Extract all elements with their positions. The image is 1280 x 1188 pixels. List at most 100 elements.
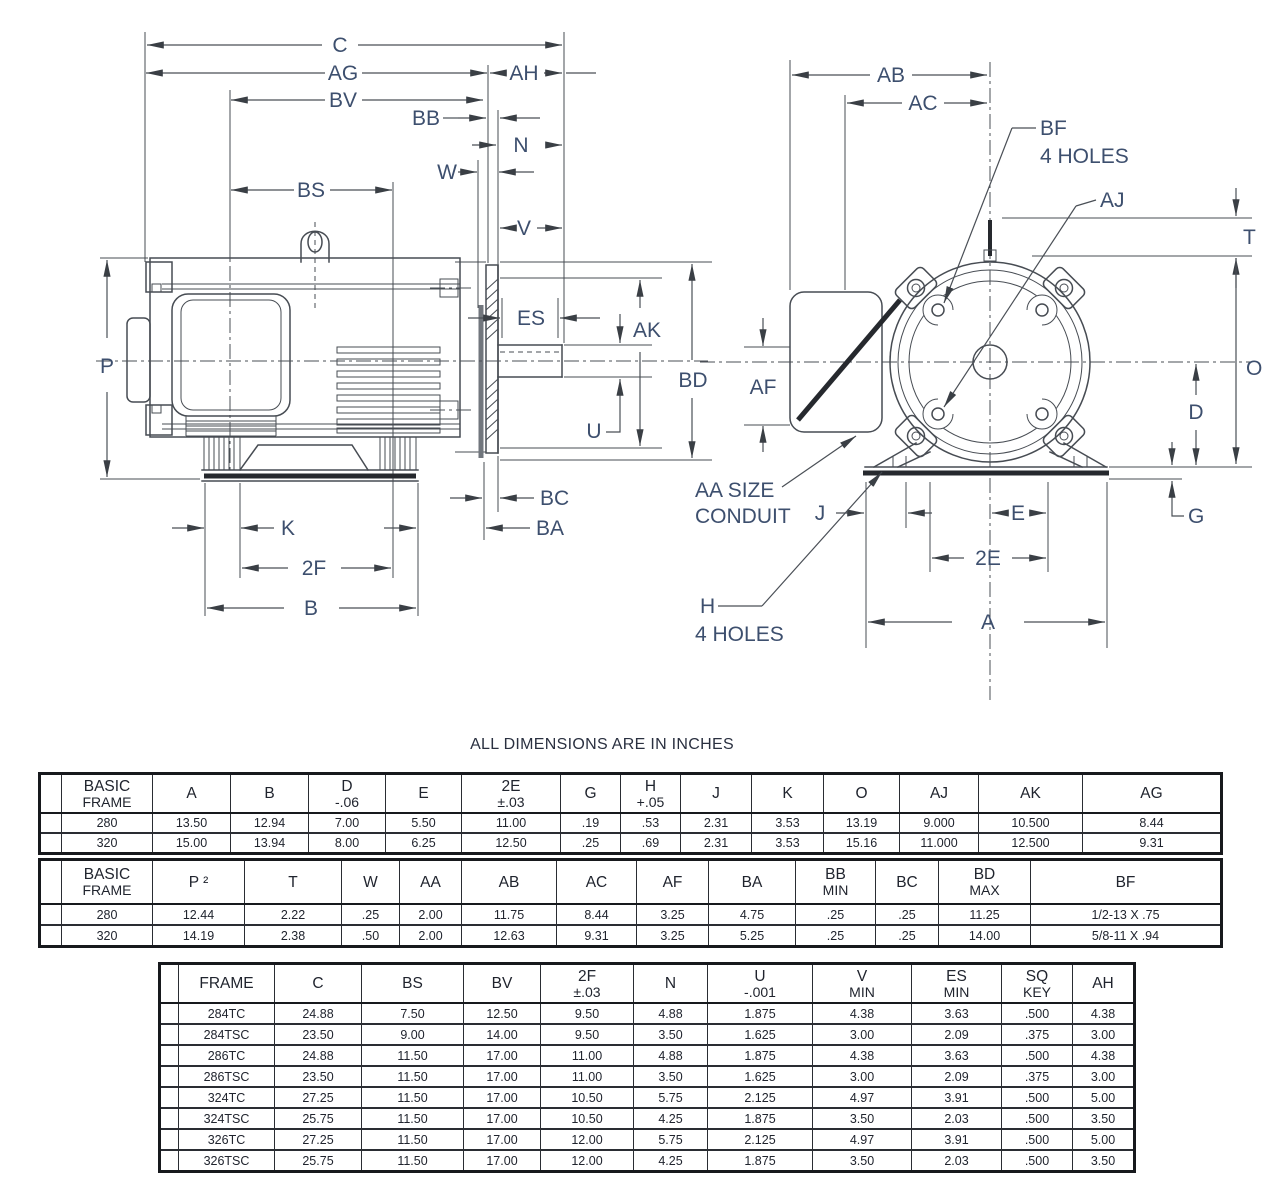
table-cell: 11.50 (361, 1149, 464, 1172)
table-cell: 4.38 (1072, 1002, 1135, 1025)
table-cell: 4.25 (633, 1149, 708, 1172)
side-dimensions: C AG AH BV BB N W BS (100, 34, 708, 620)
column-header: A (152, 773, 231, 814)
table-cell: 5/8-11 X .94 (1030, 924, 1222, 947)
column-header: BA (708, 859, 796, 905)
table-cell: 8.00 (308, 832, 386, 854)
table-cell: 3.91 (911, 1086, 1002, 1109)
table-cell: 11.00 (540, 1065, 634, 1088)
table-cell: 11.50 (361, 1107, 464, 1130)
table-cell: 1.625 (707, 1023, 813, 1046)
column-header: N (633, 963, 708, 1004)
table-cell: 4.75 (708, 903, 796, 926)
column-header: AA (399, 859, 462, 905)
table-cell: .500 (1001, 1128, 1073, 1151)
table-cell: 11.50 (361, 1065, 464, 1088)
table-cell: 2.00 (399, 903, 462, 926)
dim-label-aj: AJ (1100, 189, 1125, 212)
table-cell: .500 (1001, 1002, 1073, 1025)
table-cell: 5.00 (1072, 1128, 1135, 1151)
table-cell: 13.19 (823, 812, 900, 834)
table-cell: 12.500 (978, 832, 1083, 854)
table-cell: 13.94 (230, 832, 309, 854)
table-cell: 3.25 (636, 903, 709, 926)
dim-label-e: E (1011, 502, 1025, 525)
table-cell: 11.50 (361, 1128, 464, 1151)
dim-label-es: ES (517, 307, 545, 330)
table-cell: 5.75 (633, 1086, 708, 1109)
table-cell: 4.88 (633, 1002, 708, 1025)
column-header: AK (978, 773, 1083, 814)
table-cell: 10.500 (978, 812, 1083, 834)
table-cell: 320 (61, 832, 153, 854)
table-cell: 5.75 (633, 1128, 708, 1151)
end-face (889, 220, 1091, 463)
table-cell: 3.63 (911, 1002, 1002, 1025)
column-header: T (244, 859, 342, 905)
table-cell: 3.50 (812, 1149, 912, 1172)
table-cell: 3.00 (1072, 1065, 1135, 1088)
table-cell: .500 (1001, 1086, 1073, 1109)
table-cell: 10.50 (540, 1107, 634, 1130)
table-cell: 2.03 (911, 1149, 1002, 1172)
column-header: AB (461, 859, 557, 905)
column-header: E (385, 773, 462, 814)
dim-label-bb: BB (412, 107, 440, 130)
table-cell: 11.50 (361, 1044, 464, 1067)
table-cell: 3.50 (812, 1107, 912, 1130)
table-cell: 4.97 (812, 1128, 912, 1151)
c-face-flange (430, 261, 499, 458)
table-cell: .25 (875, 903, 939, 926)
column-header: H+.05 (620, 773, 681, 814)
column-header: K (751, 773, 824, 814)
motor-body (126, 230, 461, 438)
side-view-drawing: C AG AH BV BB N W BS (96, 32, 712, 620)
terminal-box (171, 293, 291, 417)
table-cell: 320 (61, 924, 153, 947)
flange-hatching (485, 278, 499, 441)
table-cell: 14.19 (152, 924, 245, 947)
column-header: BC (875, 859, 939, 905)
dim-label-2f: 2F (302, 557, 327, 580)
table-cell: 11.25 (938, 903, 1031, 926)
right-foot-pad (379, 436, 417, 471)
shaft (497, 344, 563, 378)
motor-base (201, 436, 419, 482)
table-cell: 10.50 (540, 1086, 634, 1109)
table-cell: 2.38 (244, 924, 342, 947)
table-cell: 2.09 (911, 1023, 1002, 1046)
table-cell: 1.625 (707, 1065, 813, 1088)
dim-label-conduit: CONDUIT (695, 505, 791, 528)
table-cell: 23.50 (274, 1065, 362, 1088)
table-cell: 15.16 (823, 832, 900, 854)
table-cell: 1/2-13 X .75 (1030, 903, 1222, 926)
table-cell: .25 (875, 924, 939, 947)
dim-label-h-holes: 4 HOLES (695, 623, 784, 646)
spacer-cell (159, 1023, 179, 1046)
table-cell: 24.88 (274, 1044, 362, 1067)
dim-label-ah: AH (509, 62, 538, 85)
table-cell: 4.38 (812, 1044, 912, 1067)
table-cell: 324TSC (178, 1107, 275, 1130)
table-cell: 25.75 (274, 1107, 362, 1130)
column-header: BV (463, 963, 541, 1004)
table-cell: 12.50 (461, 832, 561, 854)
table-cell: 2.31 (680, 812, 752, 834)
spacer-cell (159, 1107, 179, 1130)
table-cell: 12.44 (152, 903, 245, 926)
dim-label-af: AF (750, 376, 777, 399)
table-cell: 2.00 (399, 924, 462, 947)
dim-label-p: P (100, 355, 114, 378)
table-cell: 17.00 (463, 1107, 541, 1130)
spacer-cell (159, 1065, 179, 1088)
table-cell: 11.00 (461, 812, 561, 834)
table-cell: 17.00 (463, 1086, 541, 1109)
